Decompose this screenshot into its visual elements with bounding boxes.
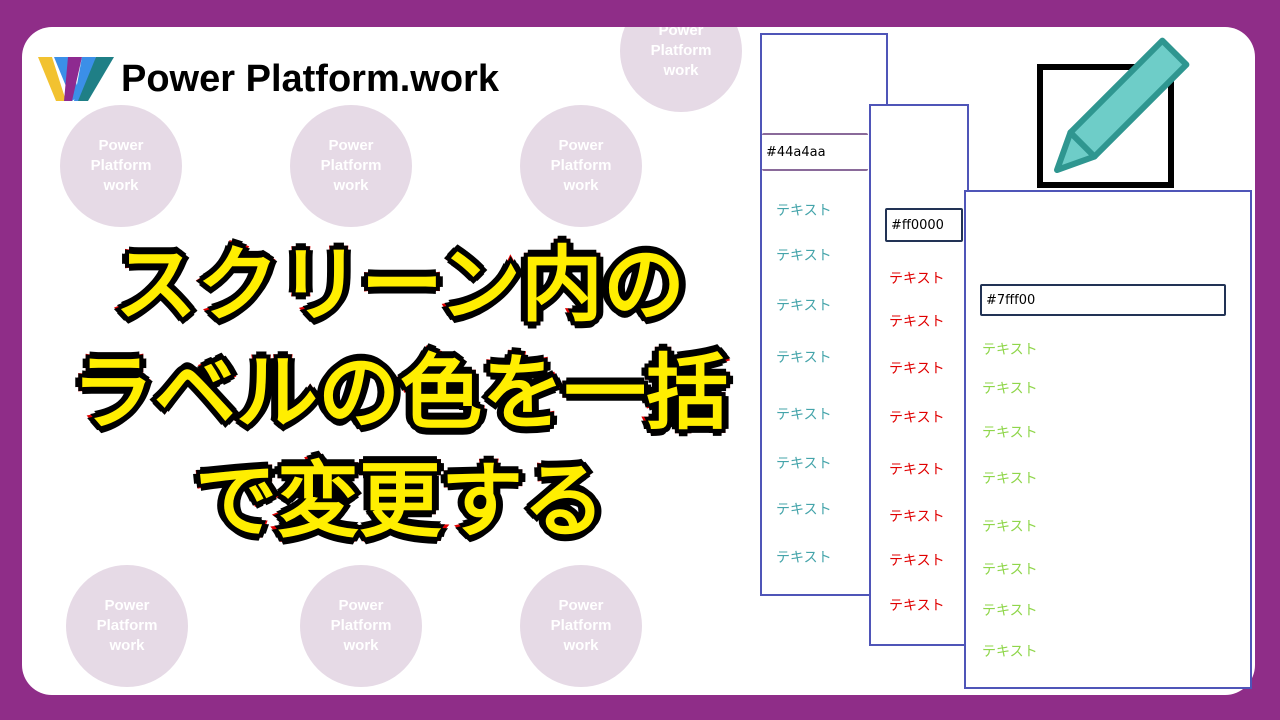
watermark-logo: Power Platform work bbox=[520, 105, 642, 227]
watermark-logo: Power Platform work bbox=[290, 105, 412, 227]
watermark-logo: Power Platform work bbox=[66, 565, 188, 687]
text-label: テキスト bbox=[889, 314, 945, 330]
text-label: テキスト bbox=[889, 509, 945, 525]
pencil-icon bbox=[1054, 37, 1190, 173]
text-label: テキスト bbox=[776, 350, 832, 366]
text-label: テキスト bbox=[982, 519, 1038, 535]
text-label: テキスト bbox=[776, 502, 832, 518]
text-label: テキスト bbox=[776, 407, 832, 423]
headline-line-1: スクリーン内の bbox=[111, 234, 689, 337]
watermark-logo: Power Platform work bbox=[300, 565, 422, 687]
text-label: テキスト bbox=[982, 342, 1038, 358]
text-label: テキスト bbox=[889, 462, 945, 478]
brand-title: Power Platform.work bbox=[121, 58, 499, 100]
text-label: テキスト bbox=[889, 598, 945, 614]
text-label: テキスト bbox=[776, 248, 832, 264]
text-label: テキスト bbox=[889, 553, 945, 569]
text-label: テキスト bbox=[889, 361, 945, 377]
text-label: テキスト bbox=[776, 203, 832, 219]
headline-line-3: で変更する bbox=[191, 450, 609, 553]
text-label: テキスト bbox=[982, 603, 1038, 619]
watermark-logo: Power Platform work bbox=[520, 565, 642, 687]
text-label: テキスト bbox=[776, 550, 832, 566]
text-label: テキスト bbox=[776, 298, 832, 314]
text-label: テキスト bbox=[982, 562, 1038, 578]
text-label: テキスト bbox=[982, 425, 1038, 441]
color-input[interactable]: #7fff00 bbox=[980, 284, 1226, 316]
text-label: テキスト bbox=[982, 381, 1038, 397]
headline: スクリーン内の ラベルの色を一括 で変更する bbox=[40, 232, 760, 556]
power-platform-logo bbox=[38, 57, 114, 101]
text-label: テキスト bbox=[982, 471, 1038, 487]
text-label: テキスト bbox=[889, 410, 945, 426]
text-label: テキスト bbox=[776, 456, 832, 472]
watermark-logo: Power Platform work bbox=[620, 27, 742, 112]
text-label: テキスト bbox=[982, 644, 1038, 660]
watermark-logo: Power Platform work bbox=[60, 105, 182, 227]
text-label: テキスト bbox=[889, 271, 945, 287]
color-input[interactable]: #44a4aa bbox=[762, 133, 868, 171]
headline-line-2: ラベルの色を一括 bbox=[68, 342, 732, 445]
color-input[interactable]: #ff0000 bbox=[885, 208, 963, 242]
